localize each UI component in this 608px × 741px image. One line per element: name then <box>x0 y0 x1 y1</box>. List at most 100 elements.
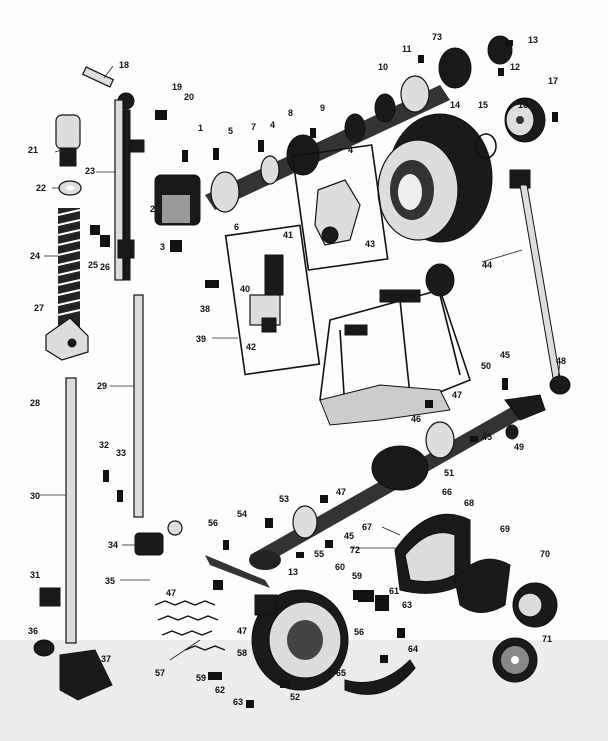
part-label: 69 <box>500 524 510 534</box>
part-label: 59 <box>352 571 362 581</box>
part-label: 17 <box>548 76 558 86</box>
presser-foot-37 <box>59 649 113 701</box>
lever-assembly-40 <box>249 254 284 333</box>
part-label: 61 <box>389 586 399 596</box>
part-label: 25 <box>88 260 98 270</box>
part-label: 47 <box>166 588 176 598</box>
part-label: 7 <box>251 122 256 132</box>
lower-shaft <box>250 394 546 568</box>
part-label: 44 <box>482 260 492 270</box>
part-label: 47 <box>336 487 346 497</box>
part-label: 45 <box>344 531 354 541</box>
part-label: 45 <box>500 350 510 360</box>
part-label: 23 <box>85 166 95 176</box>
handwheel-14 <box>377 113 493 243</box>
part-label: 73 <box>432 32 442 42</box>
part-label: 22 <box>36 183 46 193</box>
part-label: 38 <box>200 304 210 314</box>
part-label: 67 <box>362 522 372 532</box>
part-label: 40 <box>240 284 250 294</box>
part-label: 47 <box>452 390 462 400</box>
part-label: 1 <box>198 123 203 133</box>
part-label: 50 <box>481 361 491 371</box>
part-label: 8 <box>288 108 293 118</box>
part-label: 43 <box>365 239 375 249</box>
part-label: 66 <box>442 487 452 497</box>
part-label: 15 <box>478 100 488 110</box>
needle-bar-frame <box>81 66 145 281</box>
part-label: 4 <box>270 120 275 130</box>
knob-36 <box>33 639 55 657</box>
part-label: 42 <box>246 342 256 352</box>
upper-shaft <box>154 35 513 226</box>
part-label: 21 <box>28 145 38 155</box>
part-label: 51 <box>444 468 454 478</box>
part-label: 49 <box>514 442 524 452</box>
bobbin-case-70 <box>512 582 558 628</box>
cap-16 <box>504 97 546 143</box>
part-label: 39 <box>196 334 206 344</box>
inset-box-39 <box>224 224 321 376</box>
part-label: 6 <box>234 222 239 232</box>
part-label: 52 <box>290 692 300 702</box>
part-label: 53 <box>279 494 289 504</box>
ring-15 <box>475 133 497 159</box>
part-label: 60 <box>335 562 345 572</box>
inset-box-43 <box>291 144 389 271</box>
part-label: 70 <box>540 549 550 559</box>
part-label: 20 <box>184 92 194 102</box>
part-label: 47 <box>237 626 247 636</box>
part-label: 31 <box>30 570 40 580</box>
part-label: 19 <box>172 82 182 92</box>
part-label: 34 <box>108 540 118 550</box>
part-label: 18 <box>119 60 129 70</box>
part-label: 26 <box>100 262 110 272</box>
part-label: 59 <box>196 673 206 683</box>
rod-29 <box>133 294 144 518</box>
part-label: 12 <box>510 62 520 72</box>
part-label: 58 <box>237 648 247 658</box>
part-label: 48 <box>556 356 566 366</box>
part-label: 63 <box>402 600 412 610</box>
rod-44 <box>509 169 571 395</box>
block-34 <box>134 532 164 556</box>
part-label: 41 <box>283 230 293 240</box>
part-label: 46 <box>411 414 421 424</box>
cam-assembly <box>314 179 361 246</box>
part-labels: 18 19 20 21 22 23 24 25 26 27 28 29 30 3… <box>28 32 566 707</box>
plate-69 <box>454 558 511 613</box>
part-label: 5 <box>228 126 233 136</box>
part-label: 35 <box>105 576 115 586</box>
part-label: 2 <box>150 204 155 214</box>
part-label: 55 <box>314 549 324 559</box>
presser-bar-30 <box>65 377 77 644</box>
part-label: 56 <box>354 627 364 637</box>
bracket-27 <box>45 317 89 361</box>
part-label: 14 <box>450 100 460 110</box>
part-label: 71 <box>542 634 552 644</box>
spring-24 <box>57 208 81 328</box>
part-label: 13 <box>288 567 298 577</box>
part-label: 24 <box>30 251 40 261</box>
part-label: 11 <box>402 44 412 54</box>
part-label: 16 <box>518 100 528 110</box>
part-label: 37 <box>101 654 111 664</box>
part-label: 45 <box>482 432 492 442</box>
tension-assembly-21 <box>55 114 81 167</box>
part-label: 27 <box>34 303 44 313</box>
part-label: 64 <box>408 644 418 654</box>
shield-67 <box>394 513 471 594</box>
part-label: 29 <box>97 381 107 391</box>
part-label: 13 <box>528 35 538 45</box>
blade-64 <box>344 659 416 695</box>
bobbin-71 <box>492 637 538 683</box>
screw-31 <box>39 587 61 607</box>
part-label: 54 <box>237 509 247 519</box>
part-label: 28 <box>30 398 40 408</box>
part-label: 3 <box>160 242 165 252</box>
part-label: 72 <box>350 545 360 555</box>
part-label: 68 <box>464 498 474 508</box>
bevel-gear <box>205 550 281 588</box>
part-label: 62 <box>215 685 225 695</box>
